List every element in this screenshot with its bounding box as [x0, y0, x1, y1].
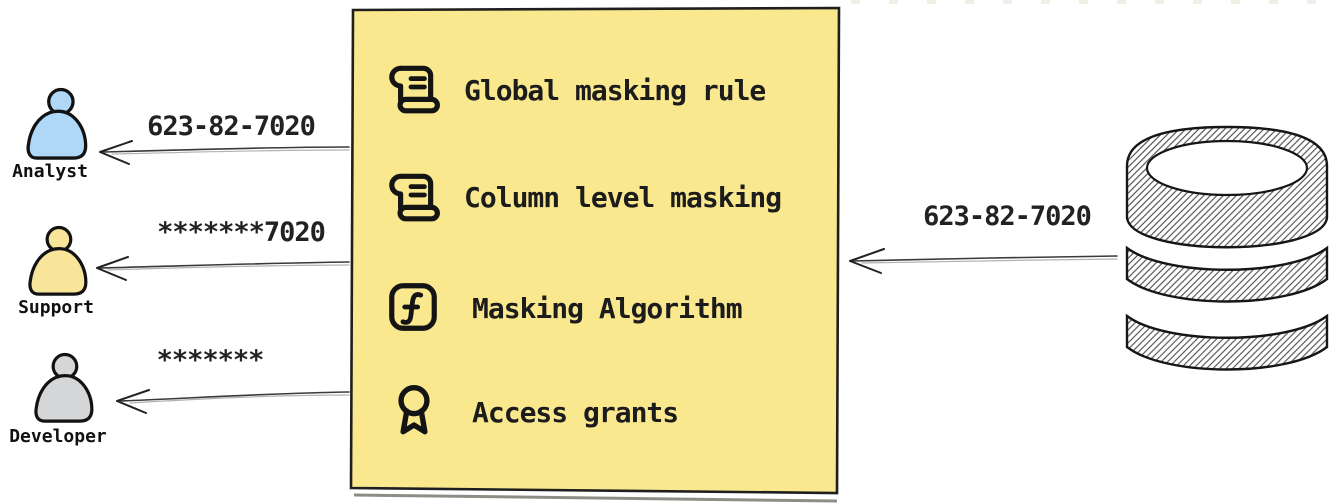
arrow-to-support	[96, 256, 350, 281]
function-icon	[389, 283, 437, 331]
masking-box	[349, 6, 841, 503]
support-arrow-label: *******7020	[157, 217, 326, 248]
arrow-to-developer	[116, 389, 350, 414]
analyst-arrow-label: 623-82-7020	[147, 111, 316, 142]
developer-arrow-label: *******	[156, 345, 265, 376]
scroll-icon	[389, 173, 440, 222]
box-item-label: Column level masking	[464, 181, 782, 214]
developer-person-icon	[34, 352, 94, 423]
database-icon	[1125, 125, 1329, 371]
support-person-icon	[28, 225, 88, 296]
developer-label: Developer	[9, 426, 107, 447]
certificate-icon	[398, 385, 430, 435]
arrow-from-database	[849, 248, 1118, 274]
analyst-person-icon	[26, 87, 88, 160]
masking-box-shadow	[353, 493, 838, 503]
box-item-label: Access grants	[472, 396, 679, 429]
scroll-icon	[389, 65, 440, 114]
box-item-label: Masking Algorithm	[472, 292, 743, 325]
masking-box-border	[349, 6, 841, 495]
top-dotted-line	[851, 0, 1340, 4]
database-arrow-label: 623-82-7020	[923, 201, 1092, 232]
analyst-label: Analyst	[12, 161, 88, 182]
arrow-to-analyst	[99, 140, 350, 165]
support-label: Support	[18, 297, 94, 318]
box-item-label: Global masking rule	[464, 74, 766, 107]
